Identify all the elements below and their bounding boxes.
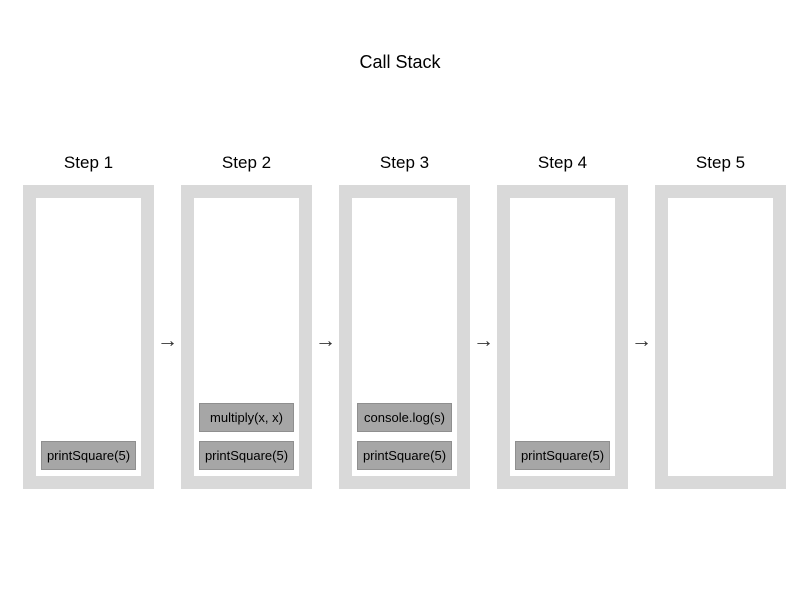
stack-frame: printSquare(5) bbox=[41, 441, 136, 470]
arrow-cell: → bbox=[312, 150, 339, 351]
stack-frame: multiply(x, x) bbox=[199, 403, 294, 432]
arrow-cell: → bbox=[628, 150, 655, 351]
stack-container: printSquare(5) bbox=[23, 185, 154, 489]
stack-container: multiply(x, x) printSquare(5) bbox=[181, 185, 312, 489]
step-label: Step 1 bbox=[63, 153, 114, 172]
step-column: Step 4 printSquare(5) bbox=[497, 150, 628, 489]
step-column: Step 3 console.log(s) printSquare(5) bbox=[339, 150, 470, 489]
stack-container bbox=[655, 185, 786, 489]
stack-frame: printSquare(5) bbox=[515, 441, 610, 470]
diagram-title: Call Stack bbox=[359, 52, 441, 72]
stack-frame: console.log(s) bbox=[357, 403, 452, 432]
right-arrow-icon: → bbox=[631, 329, 652, 352]
stack-frame: printSquare(5) bbox=[199, 441, 294, 470]
step-column: Step 2 multiply(x, x) printSquare(5) bbox=[181, 150, 312, 489]
stack-frame: printSquare(5) bbox=[357, 441, 452, 470]
stack-container: console.log(s) printSquare(5) bbox=[339, 185, 470, 489]
step-label: Step 5 bbox=[695, 153, 746, 172]
step-label: Step 2 bbox=[221, 153, 272, 172]
arrow-cell: → bbox=[154, 150, 181, 351]
stack-inner bbox=[668, 198, 773, 476]
right-arrow-icon: → bbox=[315, 329, 336, 352]
arrow-cell: → bbox=[470, 150, 497, 351]
stack-inner: printSquare(5) bbox=[510, 198, 615, 476]
stack-inner: console.log(s) printSquare(5) bbox=[352, 198, 457, 476]
right-arrow-icon: → bbox=[157, 329, 178, 352]
stack-inner: printSquare(5) bbox=[36, 198, 141, 476]
stack-inner: multiply(x, x) printSquare(5) bbox=[194, 198, 299, 476]
step-column: Step 5 bbox=[655, 150, 786, 489]
step-column: Step 1 printSquare(5) bbox=[23, 150, 154, 489]
step-label: Step 4 bbox=[537, 153, 588, 172]
stack-container: printSquare(5) bbox=[497, 185, 628, 489]
steps-row: Step 1 printSquare(5) → Step 2 multiply(… bbox=[23, 150, 786, 489]
right-arrow-icon: → bbox=[473, 329, 494, 352]
step-label: Step 3 bbox=[379, 153, 430, 172]
